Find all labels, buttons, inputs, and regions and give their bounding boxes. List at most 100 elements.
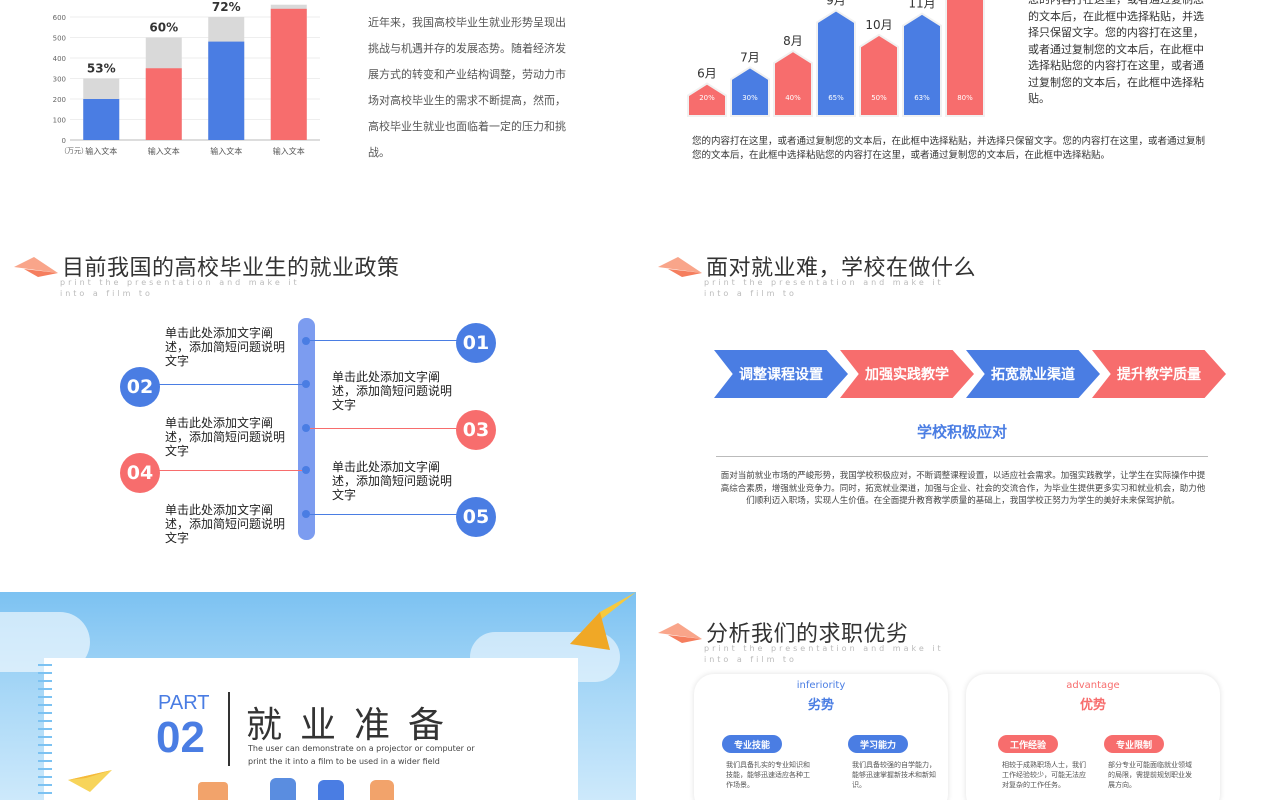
section-desc: The user can demonstrate on a projector … bbox=[248, 744, 475, 766]
bar-value-label: 65% bbox=[828, 94, 844, 102]
connector-04 bbox=[155, 470, 305, 471]
section-title: 就业准备 bbox=[246, 705, 463, 746]
pill-skills: 专业技能 bbox=[722, 735, 782, 753]
y-tick-label: 100 bbox=[53, 117, 66, 125]
divider bbox=[716, 456, 1208, 457]
illustration-figure bbox=[370, 780, 394, 800]
paper-plane-icon bbox=[68, 770, 112, 792]
bar bbox=[145, 68, 182, 140]
experience-text: 相较于成熟职场人士，我们工作经验较少，可能无法应对复杂的工作任务。 bbox=[1002, 761, 1086, 789]
slide-policy-timeline[interactable]: 目前我国的高校毕业生的就业政策 print the presentation a… bbox=[0, 192, 636, 592]
slide6-title-row: 分析我们的求职优劣 bbox=[658, 616, 909, 648]
employment-bar-chart: 0100200300400500600（万元）53%输入文本60%输入文本72%… bbox=[53, 0, 320, 156]
slide3-subtitle: print the presentation and make it into … bbox=[60, 278, 300, 298]
badge-03: 03 bbox=[456, 410, 496, 450]
timeline-text-03: 单击此处添加文字阐述，添加简短问题说明文字 bbox=[165, 416, 286, 458]
month-label: 10月 bbox=[865, 18, 892, 32]
y-tick-label: 500 bbox=[53, 35, 66, 43]
y-tick-label: 200 bbox=[53, 96, 66, 104]
arrow-step-1[interactable]: 调整课程设置 bbox=[714, 350, 848, 398]
category-label: 输入文本 bbox=[85, 146, 117, 156]
arrow-step-2-label: 加强实践教学 bbox=[865, 367, 949, 383]
y-tick-label: 0 bbox=[62, 137, 66, 145]
slide4-title: 面对就业难，学校在做什么 bbox=[706, 256, 977, 281]
y-tick-label: 400 bbox=[53, 55, 66, 63]
month-label: 7月 bbox=[740, 50, 760, 64]
connector-02 bbox=[155, 384, 305, 385]
arrow-step-4[interactable]: 提升教学质量 bbox=[1092, 350, 1226, 398]
paper-plane-icon bbox=[658, 623, 702, 643]
bar-pct-label: 60% bbox=[149, 21, 178, 35]
slide4-heading: 学校积极应对 bbox=[916, 423, 1007, 441]
arrow-bar bbox=[945, 0, 985, 117]
slide2-bottom-text: 您的内容打在这里，或者通过复制您的文本后，在此框中选择粘贴，并选择只保留文字。您… bbox=[692, 136, 1206, 161]
timeline-text-04: 单击此处添加文字阐述，添加简短问题说明文字 bbox=[332, 460, 453, 502]
y-tick-label: 300 bbox=[53, 76, 66, 84]
badge-02: 02 bbox=[120, 367, 160, 407]
bar-value-label: 63% bbox=[914, 94, 930, 102]
connector-05 bbox=[310, 514, 460, 515]
month-label: 6月 bbox=[697, 67, 717, 81]
dot-05 bbox=[302, 510, 310, 518]
arrow-step-2[interactable]: 加强实践教学 bbox=[840, 350, 974, 398]
advantage-cn: 优势 bbox=[1079, 698, 1106, 713]
slide1-paragraph: 近年来，我国高校毕业生就业形势呈现出挑战与机遇并存的发展态势。随着经济发展方式的… bbox=[368, 16, 566, 159]
slide-swot[interactable]: 分析我们的求职优劣 print the presentation and mak… bbox=[644, 592, 1280, 800]
paper-plane-icon bbox=[570, 592, 636, 650]
slide4-title-row: 面对就业难，学校在做什么 bbox=[658, 250, 976, 282]
pill-experience: 工作经验 bbox=[998, 735, 1058, 753]
month-label: 11月 bbox=[908, 0, 935, 11]
bar bbox=[208, 41, 245, 140]
pill-limits: 专业限制 bbox=[1104, 735, 1164, 753]
slide-section-cover[interactable]: PART 02 就业准备 The user can demonstrate on… bbox=[0, 592, 636, 800]
bar-pct-label: 53% bbox=[87, 62, 116, 76]
arrow-bar bbox=[730, 66, 770, 117]
slide2-side-text: 您的内容打在这里，或者通过复制您的文本后，在此框中选择粘贴，并选择只保留文字。您… bbox=[1028, 0, 1204, 105]
connector-03 bbox=[310, 428, 460, 429]
inferiority-en: inferiority bbox=[796, 680, 846, 691]
y-tick-label: 600 bbox=[53, 14, 66, 22]
timeline-text-01: 单击此处添加文字阐述，添加简短问题说明文字 bbox=[165, 326, 286, 368]
skills-text: 我们具备扎实的专业知识和技能，能够迅速适应各种工作场景。 bbox=[726, 761, 810, 789]
arrow-bar bbox=[687, 82, 727, 117]
illustration-figure bbox=[318, 780, 344, 800]
timeline-text-02: 单击此处添加文字阐述，添加简短问题说明文字 bbox=[332, 370, 453, 412]
bar-value-label: 20% bbox=[699, 94, 715, 102]
connector-01 bbox=[310, 340, 460, 341]
bar-value-label: 30% bbox=[742, 94, 758, 102]
arrow-step-3-label: 拓宽就业渠道 bbox=[991, 367, 1075, 383]
part-label: PART bbox=[158, 692, 210, 714]
vertical-divider bbox=[228, 692, 230, 766]
month-label: 8月 bbox=[783, 34, 803, 48]
timeline-text-05: 单击此处添加文字阐述，添加简短问题说明文字 bbox=[165, 503, 286, 545]
slide-school-actions[interactable]: 面对就业难，学校在做什么 print the presentation and … bbox=[644, 192, 1280, 592]
bar-value-label: 50% bbox=[871, 94, 887, 102]
bar bbox=[270, 8, 307, 140]
bar bbox=[83, 99, 120, 140]
slide4-body: 面对当前就业市场的严峻形势，我国学校积极应对，不断调整课程设置，以适应社会需求。… bbox=[720, 471, 1206, 506]
slide3-title-row: 目前我国的高校毕业生的就业政策 bbox=[14, 250, 400, 282]
illustration-figure bbox=[270, 778, 296, 800]
paper-plane-icon bbox=[658, 257, 702, 277]
arrow-bar bbox=[773, 49, 813, 117]
arrow-step-3[interactable]: 拓宽就业渠道 bbox=[966, 350, 1100, 398]
arrow-step-1-label: 调整课程设置 bbox=[739, 367, 823, 383]
slide6-subtitle: print the presentation and make it into … bbox=[704, 644, 944, 664]
learning-text: 我们具备较强的自学能力，能够迅速掌握新技术和新知识。 bbox=[852, 761, 936, 789]
cover-card bbox=[44, 658, 578, 800]
part-number: 02 bbox=[156, 713, 205, 762]
paper-plane-icon bbox=[14, 257, 58, 277]
category-label: 输入文本 bbox=[148, 146, 180, 156]
limits-text: 部分专业可能面临就业领域的局限，需提前规划职业发展方向。 bbox=[1108, 761, 1192, 789]
month-label: 9月 bbox=[826, 0, 846, 7]
bar-value-label: 40% bbox=[785, 94, 801, 102]
arrow-bar bbox=[902, 12, 942, 117]
dot-02 bbox=[302, 380, 310, 388]
badge-05: 05 bbox=[456, 497, 496, 537]
slide4-subtitle: print the presentation and make it into … bbox=[704, 278, 944, 298]
category-label: 输入文本 bbox=[273, 146, 305, 156]
illustration-figure bbox=[198, 782, 228, 800]
